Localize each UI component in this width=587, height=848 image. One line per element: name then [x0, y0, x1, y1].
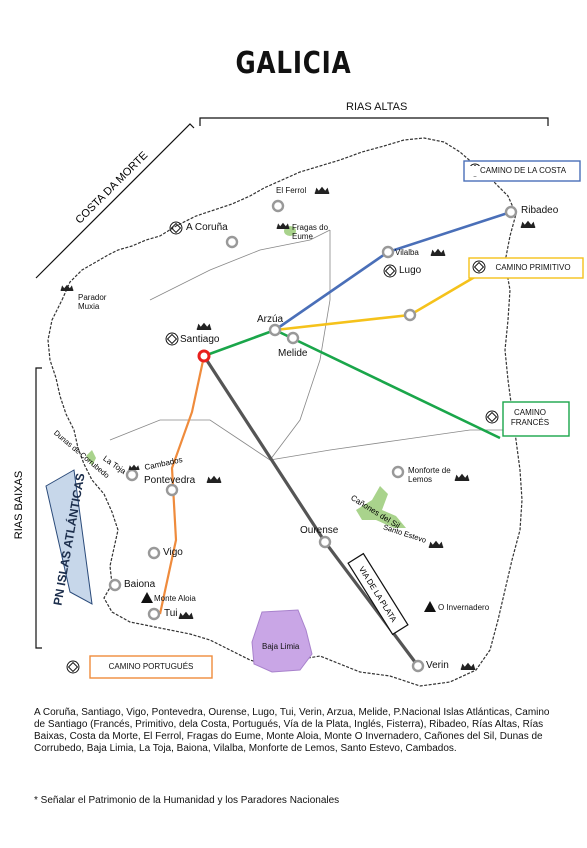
label-ferrol: El Ferrol: [276, 186, 307, 195]
camino-portugues-label: CAMINO PORTUGUÉS: [96, 662, 206, 672]
heritage-symbol-icon: [165, 332, 179, 346]
city-markers: [108, 199, 518, 673]
map-title: GALICIA: [235, 46, 352, 81]
label-monte-aloia: Monte Aloia: [154, 594, 196, 603]
caption-text: A Coruña, Santiago, Vigo, Pontevedra, Ou…: [34, 707, 550, 754]
parador-crown-icon: [428, 540, 444, 548]
label-verin: Verin: [426, 660, 449, 671]
label-ourense: Ourense: [300, 525, 339, 536]
label-ribadeo: Ribadeo: [521, 205, 559, 216]
label-baiona: Baiona: [124, 579, 156, 590]
heritage-symbol-icon: [66, 660, 80, 674]
dunas-area: [86, 450, 96, 466]
parador-crown-icon: [60, 284, 74, 291]
parador-crown-icon: [276, 222, 290, 229]
parador-crown-icon: [520, 220, 536, 228]
city-circle-icon: [268, 323, 282, 337]
label-baja-limia: Baja Limia: [262, 642, 300, 651]
heritage-symbol-icon: [485, 410, 499, 424]
city-circle-icon: [286, 331, 300, 345]
islas-atlanticas-shape: [45, 469, 93, 605]
costa-da-morte-label: COSTA DA MORTE: [73, 149, 150, 226]
galicia-outline: [47, 137, 523, 687]
city-circle-icon: [147, 546, 161, 560]
city-circle-icon: [108, 578, 122, 592]
city-circle-icon: [504, 205, 518, 219]
city-circle-icon: [225, 235, 239, 249]
footnote-text: * Señalar el Patrimonio de la Humanidad …: [34, 795, 340, 806]
city-circle-icon: [381, 245, 395, 259]
rias-altas-bracket: [199, 117, 549, 126]
city-circle-icon: [411, 659, 425, 673]
rias-baixas-bracket: [35, 367, 42, 649]
parador-crown-icon: [454, 473, 470, 481]
label-pontevedra: Pontevedra: [144, 475, 196, 486]
heritage-symbol-icon: [169, 221, 183, 235]
label-santiago: Santiago: [180, 334, 220, 345]
parador-crown-icon: [206, 475, 222, 483]
city-circle-icon: [318, 535, 332, 549]
city-circle-icon: [391, 465, 405, 479]
parador-crown-icon: [430, 248, 446, 256]
camino-primitivo-label: CAMINO PRIMITIVO: [486, 263, 580, 273]
label-vigo: Vigo: [163, 547, 183, 558]
city-circle-icon: [403, 308, 417, 322]
label-vilalba: Vilalba: [395, 248, 419, 257]
rias-altas-label: RIAS ALTAS: [346, 101, 408, 113]
label-invernadero: O Invernadero: [438, 603, 490, 612]
label-fragas: Fragas do Eume: [292, 223, 329, 241]
city-circle-icon: [125, 468, 139, 482]
label-arzua: Arzúa: [257, 314, 284, 325]
rias-baixas-label: RIAS BAIXAS: [13, 471, 25, 539]
camino-costa-label: CAMINO DE LA COSTA: [467, 166, 579, 176]
parador-crown-icon: [460, 662, 476, 670]
mountain-triangle-icon: [141, 592, 153, 603]
parador-crown-icon: [196, 322, 212, 330]
label-lugo: Lugo: [399, 265, 422, 276]
mountain-triangle-icon: [424, 601, 436, 612]
city-circle-icon: [271, 199, 285, 213]
heritage-symbol-icon: [383, 264, 397, 278]
label-tui: Tui: [164, 608, 178, 619]
parador-crown-icon: [314, 186, 330, 194]
camino-portugues-route: [158, 355, 206, 615]
santiago-marker: [197, 349, 211, 363]
camino-frances-label: CAMINO FRANCÉS: [508, 408, 552, 428]
canones-del-sil-area: [356, 486, 406, 528]
baja-limia-area: [251, 609, 313, 673]
cambados-label: Cambados: [144, 455, 184, 472]
costa-da-morte-bracket: [35, 123, 195, 279]
label-monforte: Monforte de Lemos: [408, 466, 451, 484]
dunas-label: Dunas de Corrubedo: [52, 428, 111, 480]
via-de-la-plata-box: [347, 552, 409, 636]
label-melide: Melide: [278, 348, 308, 359]
city-circle-icon: [147, 607, 161, 621]
parador-crown-icon: [178, 611, 194, 619]
city-circle-icon: [165, 483, 179, 497]
label-coruna: A Coruña: [186, 222, 228, 233]
santo-estevo-label: Santo Estevo: [382, 522, 427, 544]
label-parador-muxia: Parador Muxia: [78, 293, 107, 311]
parador-crown-icon: [128, 464, 140, 470]
